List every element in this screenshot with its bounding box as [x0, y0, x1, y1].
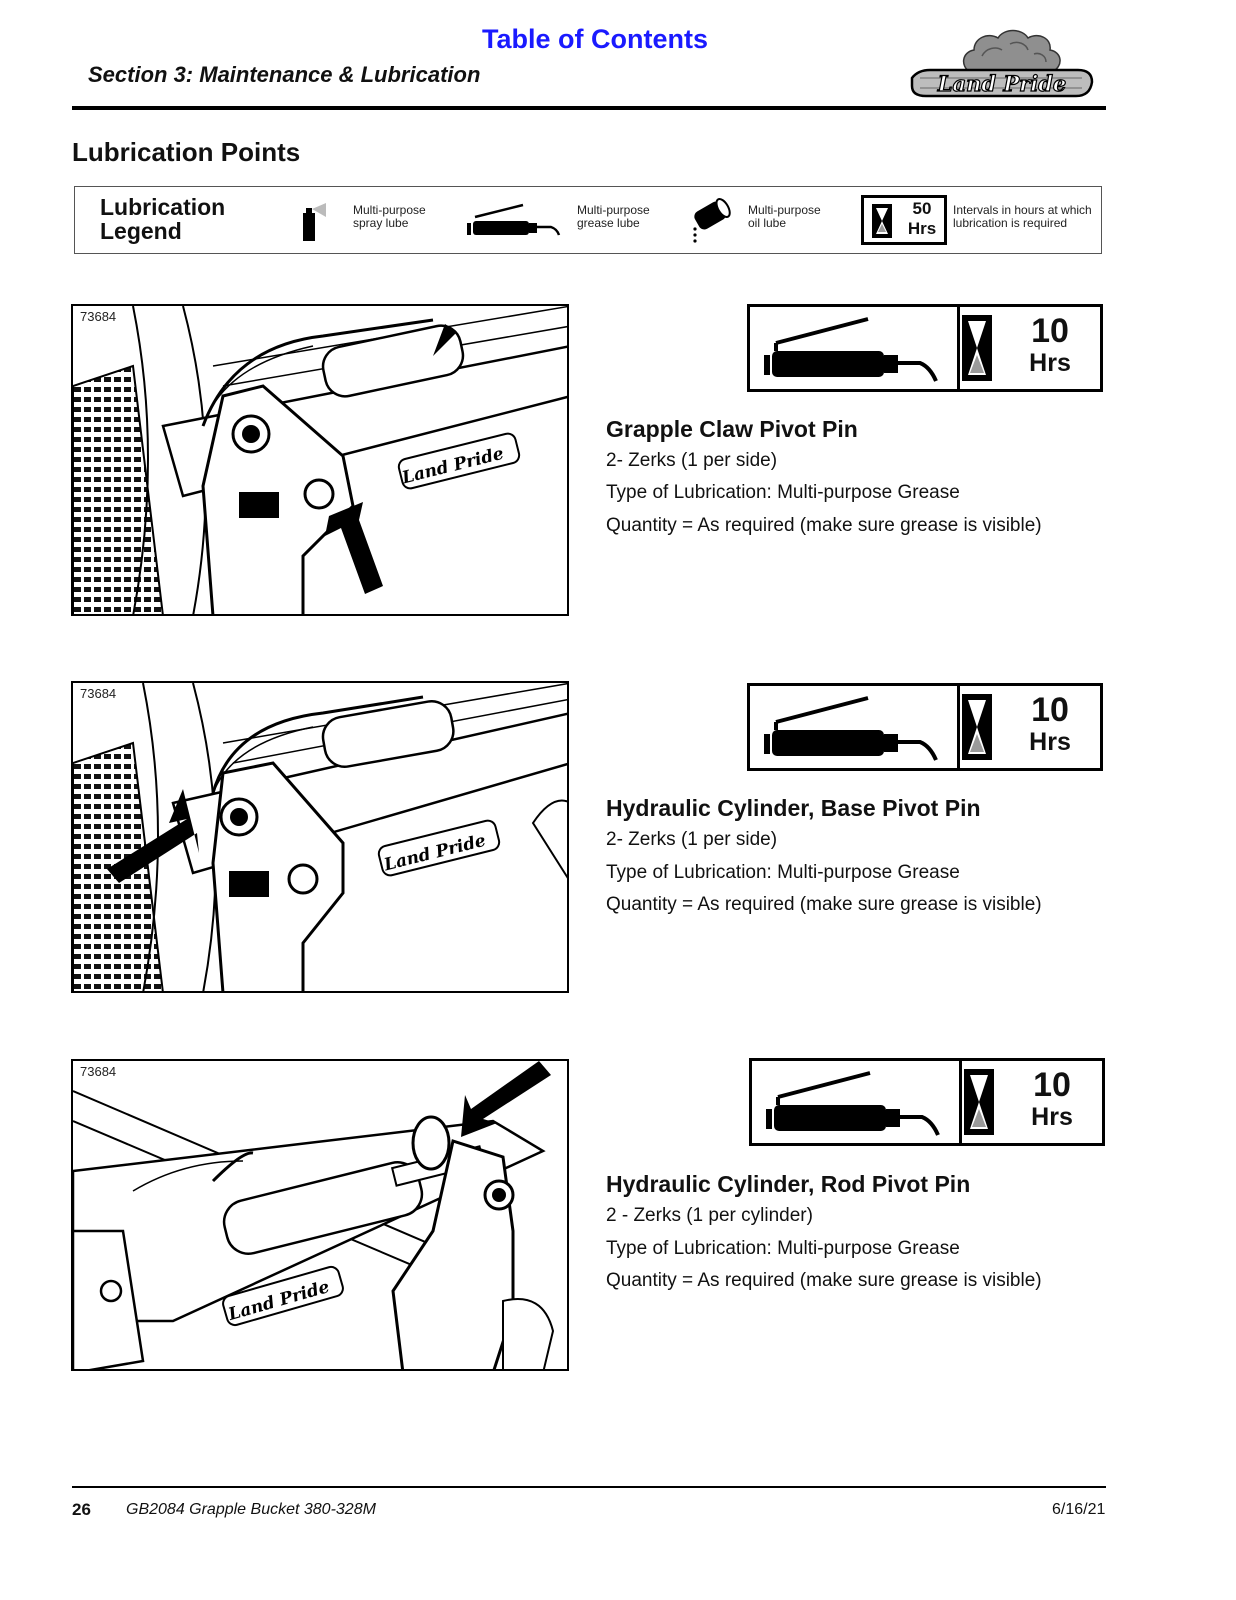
interval-example-unit: Hrs [907, 219, 937, 238]
point-title: Grapple Claw Pivot Pin [606, 416, 858, 442]
interval-unit: Hrs [1029, 349, 1071, 377]
footer-rule [72, 1486, 1106, 1488]
figure-number: 73684 [78, 309, 119, 324]
point-zerks: 2- Zerks (1 per side) [606, 450, 778, 471]
interval-divider [957, 686, 960, 768]
interval-unit: Hrs [1031, 1103, 1073, 1131]
point-lube-type: Type of Lubrication: Multi-purpose Greas… [606, 1238, 960, 1259]
interval-example-hours: 50 [912, 199, 932, 218]
grease-gun-icon [764, 696, 938, 761]
interval-divider [959, 1061, 962, 1143]
figure-number: 73684 [78, 686, 119, 701]
interval-hours: 10 [1031, 312, 1069, 350]
interval-box-cylinder-base: 10 Hrs [747, 683, 1103, 771]
land-pride-logo: Land Pride [910, 26, 1094, 104]
point-lube-type: Type of Lubrication: Multi-purpose Greas… [606, 862, 960, 883]
hourglass-icon [962, 315, 992, 381]
header-rule [72, 106, 1106, 110]
grease-gun-icon [766, 1071, 940, 1136]
svg-text:Land Pride: Land Pride [937, 71, 1067, 96]
point-title: Hydraulic Cylinder, Rod Pivot Pin [606, 1171, 971, 1197]
table-of-contents-link[interactable]: Table of Contents [482, 24, 708, 54]
page-title: Lubrication Points [72, 137, 301, 167]
interval-hours: 10 [1031, 691, 1069, 729]
document-date: 6/16/21 [1052, 1501, 1106, 1518]
oil-can-icon [689, 197, 739, 243]
hourglass-icon [962, 694, 992, 760]
interval-hours: 10 [1033, 1066, 1071, 1104]
spray-can-icon [299, 199, 327, 243]
figure-cylinder-base-pivot: Land Pride 73684 [71, 681, 569, 993]
section-title: Section 3: Maintenance & Lubrication [88, 62, 481, 87]
point-zerks: 2 - Zerks (1 per cylinder) [606, 1205, 813, 1226]
interval-divider [957, 307, 960, 389]
page-number: 26 [72, 1500, 91, 1519]
legend-title: Lubrication Legend [100, 195, 280, 243]
interval-example-box: 50 Hrs [861, 195, 947, 245]
point-title: Hydraulic Cylinder, Base Pivot Pin [606, 795, 981, 821]
legend-title-line2: Legend [100, 218, 182, 244]
interval-box-grapple-claw: 10 Hrs [747, 304, 1103, 392]
figure-number: 73684 [78, 1064, 119, 1079]
figure-grapple-claw-pivot: Land Pride 73684 [71, 304, 569, 616]
point-quantity: Quantity = As required (make sure grease… [606, 515, 1042, 536]
hourglass-icon [964, 1069, 994, 1135]
point-quantity: Quantity = As required (make sure grease… [606, 1270, 1042, 1291]
grease-gun-icon [764, 317, 938, 382]
hourglass-icon [872, 204, 892, 238]
interval-unit: Hrs [1029, 728, 1071, 756]
point-quantity: Quantity = As required (make sure grease… [606, 894, 1042, 915]
figure-cylinder-rod-pivot: Land Pride 73684 [71, 1059, 569, 1371]
document-name: GB2084 Grapple Bucket 380-328M [126, 1501, 376, 1518]
grease-gun-icon [465, 199, 565, 239]
legend-title-line1: Lubrication [100, 194, 226, 220]
interval-box-cylinder-rod: 10 Hrs [749, 1058, 1105, 1146]
point-lube-type: Type of Lubrication: Multi-purpose Greas… [606, 482, 960, 503]
point-zerks: 2- Zerks (1 per side) [606, 829, 778, 850]
